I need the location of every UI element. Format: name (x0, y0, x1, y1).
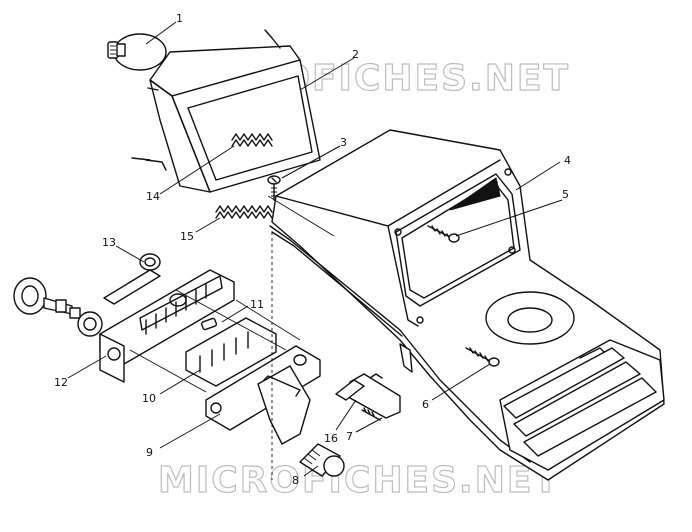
callout-labels: 1 2 3 4 5 6 7 8 9 10 11 12 13 14 15 16 (54, 12, 571, 487)
callout-2: 2 (352, 48, 359, 61)
callout-leaders (67, 21, 563, 477)
callout-7: 7 (346, 430, 353, 443)
hood-console (269, 129, 665, 481)
callout-13: 13 (102, 236, 116, 249)
callout-16: 16 (324, 432, 338, 445)
adjusting-spring-upper (231, 133, 273, 147)
callout-8: 8 (292, 474, 299, 487)
callout-6: 6 (422, 398, 429, 411)
callout-5: 5 (562, 188, 569, 201)
callout-10: 10 (142, 392, 156, 405)
lower-bracket (205, 345, 321, 445)
small-screw (361, 407, 381, 421)
watermark-bottom: MICROFICHES.NET (158, 460, 560, 501)
headlight-bulb (107, 33, 167, 71)
callout-3: 3 (340, 136, 347, 149)
callout-9: 9 (146, 446, 153, 459)
callout-1: 1 (176, 12, 183, 25)
hood-screw-lower (465, 347, 500, 367)
callout-11: 11 (250, 298, 264, 311)
callout-15: 15 (180, 230, 194, 243)
adjusting-spring-lower (215, 205, 273, 219)
callout-12: 12 (54, 376, 68, 389)
ignition-key (13, 277, 81, 319)
tail-bulb (299, 443, 345, 477)
headlight-housing (131, 29, 321, 193)
alignment-guides (129, 195, 335, 480)
callout-4: 4 (564, 154, 571, 167)
switch-plate (103, 253, 161, 305)
switch-bracket (99, 269, 235, 383)
screw (267, 175, 281, 201)
toggle-switch (335, 373, 401, 419)
callout-14: 14 (146, 190, 160, 203)
connector-block (185, 317, 277, 387)
switch-nut (77, 311, 103, 337)
